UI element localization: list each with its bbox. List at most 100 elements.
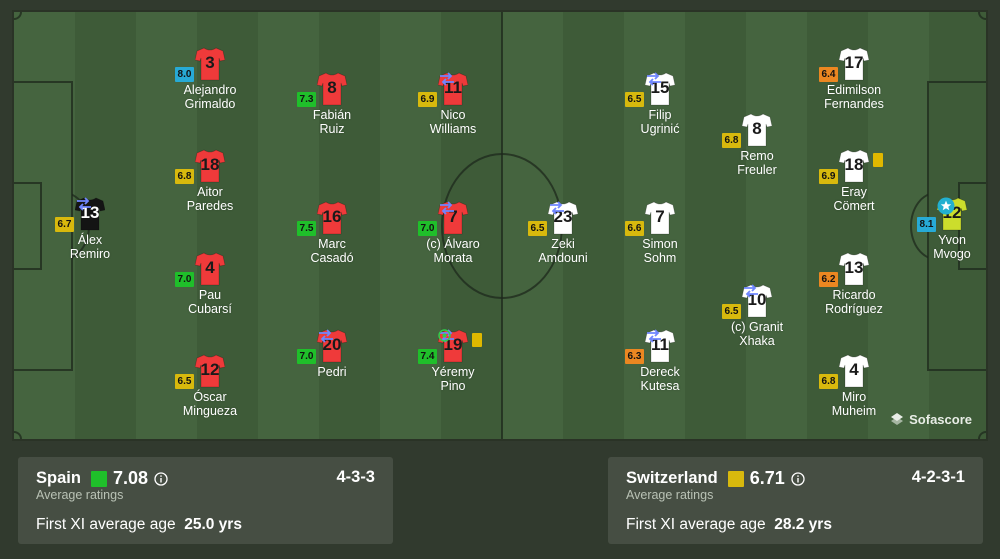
shirt-number: 18 bbox=[200, 155, 220, 174]
shirt-number: 3 bbox=[205, 53, 215, 72]
rating-color-square bbox=[90, 470, 107, 487]
average-age-label: First XI average age bbox=[626, 516, 766, 533]
average-age-value: 28.2 yrs bbox=[774, 516, 832, 533]
shirt-number: 4 bbox=[849, 360, 859, 379]
watermark-text: Sofascore bbox=[909, 411, 972, 427]
substitution-icon bbox=[744, 284, 758, 298]
player-rating: 7.0 bbox=[175, 272, 194, 287]
info-icon[interactable] bbox=[791, 471, 805, 486]
corner-bottom-left bbox=[14, 431, 22, 439]
player-rating: 6.7 bbox=[55, 217, 74, 232]
corner-bottom-right bbox=[978, 431, 986, 439]
player-rating: 8.0 bbox=[175, 67, 194, 82]
player-rating: 7.3 bbox=[297, 92, 316, 107]
pitch-stripe bbox=[685, 12, 747, 439]
team-card-switzerland: Switzerland 6.71 4-2-3-1 Average ratings… bbox=[608, 457, 983, 544]
substitution-icon bbox=[319, 329, 333, 343]
pitch-stripe bbox=[563, 12, 625, 439]
pitch-stripe bbox=[136, 12, 198, 439]
player-rating: 6.8 bbox=[175, 169, 194, 184]
average-age: First XI average age 28.2 yrs bbox=[626, 516, 832, 534]
average-rating: 7.08 bbox=[112, 468, 148, 488]
player-name: Pedri bbox=[317, 365, 347, 379]
average-age: First XI average age 25.0 yrs bbox=[36, 516, 242, 534]
average-age-value: 25.0 yrs bbox=[184, 516, 242, 533]
player-rating: 6.9 bbox=[418, 92, 437, 107]
player-rating: 6.6 bbox=[625, 221, 644, 236]
rating-color-square bbox=[727, 470, 744, 487]
yellow-card-icon bbox=[873, 153, 883, 167]
substitution-icon bbox=[440, 201, 454, 215]
info-icon[interactable] bbox=[154, 471, 168, 486]
player-rating: 6.3 bbox=[625, 349, 644, 364]
shirt-number: 7 bbox=[448, 207, 458, 226]
shirt-number: 16 bbox=[322, 207, 342, 226]
player-rating: 7.0 bbox=[418, 221, 437, 236]
player-rating: 6.5 bbox=[722, 304, 741, 319]
player-rating: 7.4 bbox=[418, 349, 437, 364]
average-ratings-label: Average ratings bbox=[36, 488, 124, 502]
sofascore-logo-icon bbox=[891, 413, 904, 425]
average-ratings-label: Average ratings bbox=[626, 488, 714, 502]
shirt-number: 13 bbox=[844, 258, 864, 277]
substitution-icon bbox=[440, 72, 454, 86]
shirt-number: 17 bbox=[844, 53, 864, 72]
team-name: Spain bbox=[36, 469, 81, 487]
corner-top-right bbox=[978, 12, 986, 20]
player-of-the-match-icon bbox=[937, 197, 955, 215]
shirt-number: 8 bbox=[327, 78, 337, 97]
player-rating: 6.4 bbox=[819, 67, 838, 82]
player-rating: 7.0 bbox=[297, 349, 316, 364]
substitution-icon bbox=[647, 329, 661, 343]
